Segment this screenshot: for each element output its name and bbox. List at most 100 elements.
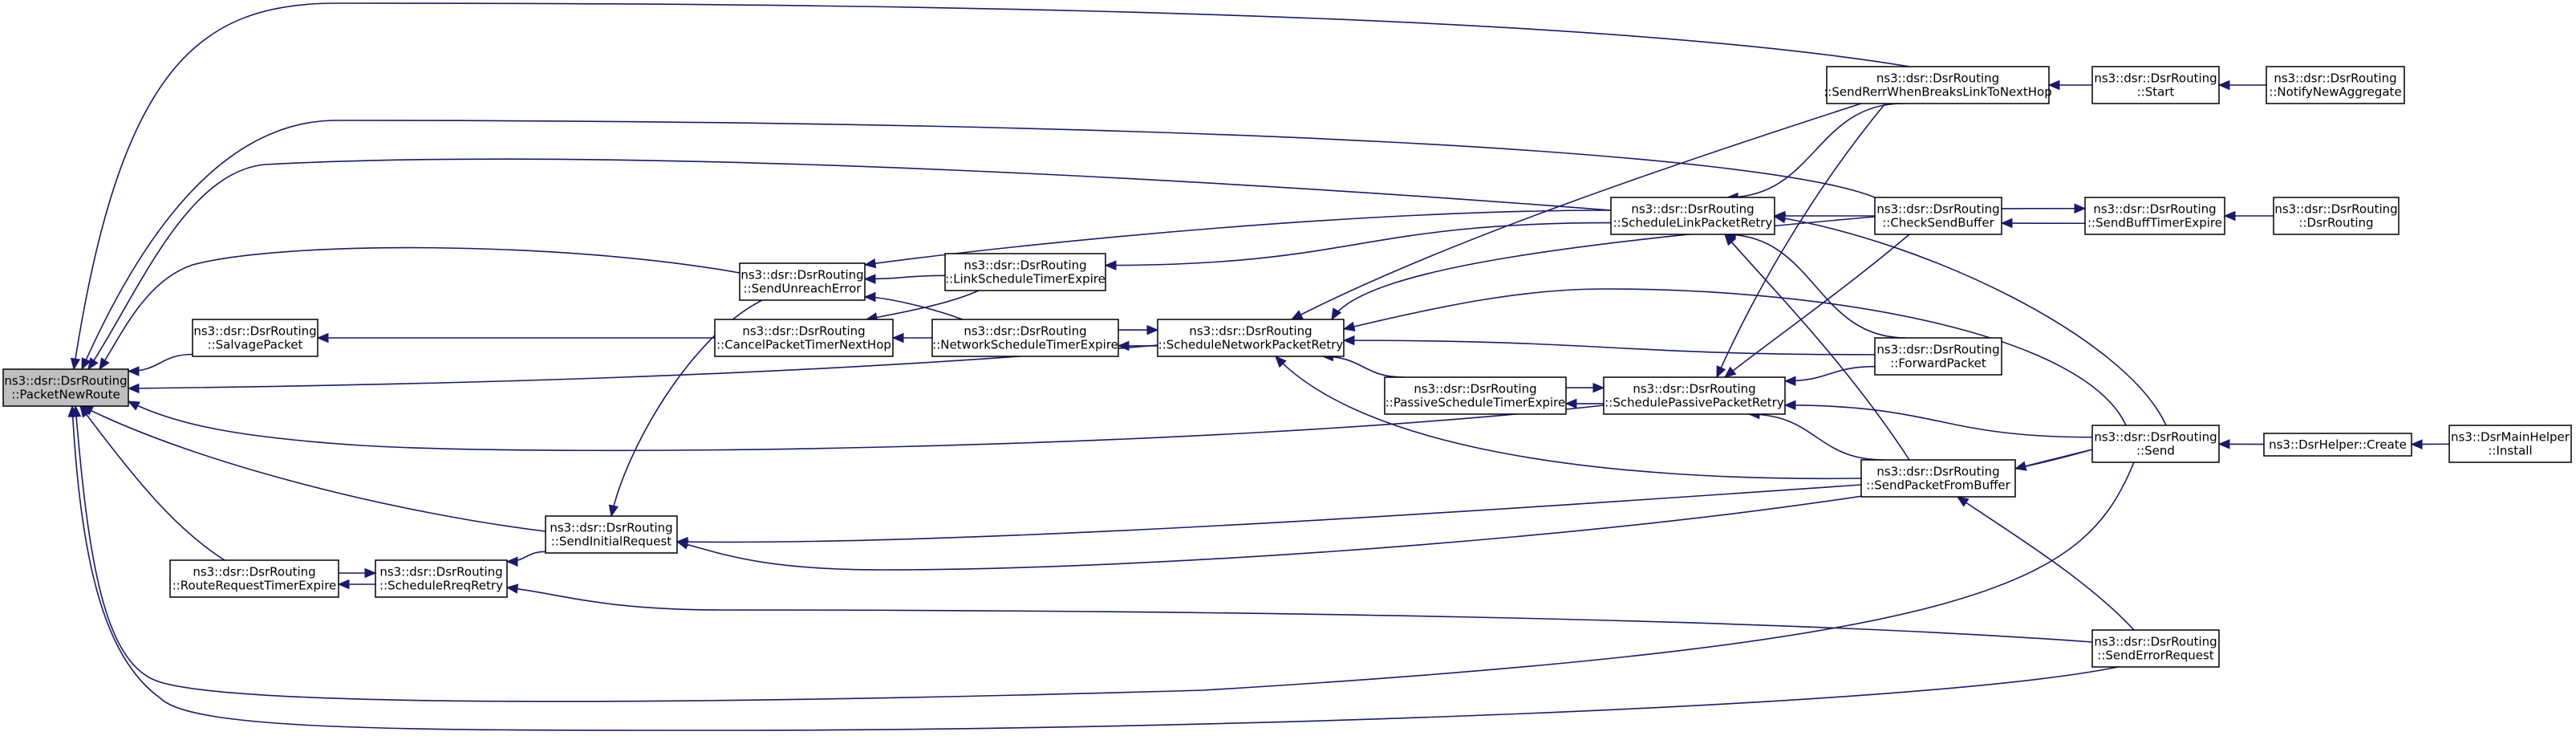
node-SendPacketFromBuffer[interactable]: ns3::dsr::DsrRouting::SendPacketFromBuff…	[1860, 459, 2016, 498]
nodes-layer: ns3::dsr::DsrRouting::PacketNewRoutens3:…	[2, 66, 2572, 668]
node-SendUnreachError[interactable]: ns3::dsr::DsrRouting::SendUnreachError	[739, 262, 866, 301]
edge-arrowhead	[2217, 439, 2230, 449]
edge-SendErrorRequest-to-ScheduleRreqRetry	[505, 583, 2093, 643]
edge-line	[128, 400, 1604, 452]
edge-arrowhead	[1723, 366, 1737, 378]
edge-arrowhead	[1956, 496, 1970, 507]
node-box	[739, 262, 866, 301]
edge-line	[1724, 234, 1910, 461]
edge-line	[866, 290, 980, 320]
node-SendBuffTimerExpire[interactable]: ns3::dsr::DsrRouting::SendBuffTimerExpir…	[2084, 197, 2225, 235]
edge-arrowhead	[891, 332, 904, 344]
node-SalvagePacket[interactable]: ns3::dsr::DsrRouting::SalvagePacket	[192, 319, 318, 357]
edge-ScheduleNetworkPacketRetry-to-PacketNewRoute	[127, 344, 1158, 394]
node-NotifyNewAggregate[interactable]: ns3::dsr::DsrRouting::NotifyNewAggregate	[2266, 66, 2405, 104]
edge-Send-to-ScheduleLinkPacketRetry	[1773, 213, 2167, 426]
edge-line	[1748, 413, 1884, 461]
node-box	[169, 559, 339, 598]
edge-line	[506, 587, 2093, 643]
node-box	[2091, 629, 2220, 668]
node-label: ::SchedulePassivePacketRetry	[1604, 396, 1784, 410]
edge-SalvagePacket-to-PacketNewRoute	[127, 353, 193, 376]
node-SendErrorRequest[interactable]: ns3::dsr::DsrRouting::SendErrorRequest	[2091, 629, 2220, 668]
node-label: ::PassiveScheduleTimerExpire	[1385, 396, 1566, 410]
node-label: ::Send	[2136, 444, 2175, 458]
node-box	[1874, 337, 2002, 376]
node-label: ns3::dsr::DsrRouting	[1876, 202, 1999, 217]
node-Start[interactable]: ns3::dsr::DsrRouting::Start	[2091, 66, 2220, 104]
node-DsrRouting[interactable]: ns3::dsr::DsrRouting::DsrRouting	[2273, 197, 2400, 235]
node-Send[interactable]: ns3::dsr::DsrRouting::Send	[2091, 425, 2220, 463]
node-box	[1826, 66, 2050, 104]
edge-arrowhead	[99, 357, 110, 371]
node-PassiveScheduleTimerExpire[interactable]: ns3::dsr::DsrRouting::PassiveScheduleTim…	[1384, 376, 1567, 415]
node-label: ns3::dsr::DsrRouting	[379, 565, 502, 579]
node-label: ns3::dsr::DsrRouting	[963, 324, 1086, 339]
node-label: ns3::DsrMainHelper	[2451, 430, 2570, 445]
node-label: ns3::dsr::DsrRouting	[193, 324, 316, 339]
node-SendRerrWhenBreaksLinkToNextHop[interactable]: ns3::dsr::DsrRouting::SendRerrWhenBreaks…	[1823, 66, 2052, 104]
edge-SchedulePassivePacketRetry-to-PassiveScheduleTimerExpire	[1564, 398, 1604, 409]
edge-arrowhead	[2074, 203, 2087, 213]
edge-ScheduleNetworkPacketRetry-to-NetworkScheduleTimerExpire	[1117, 340, 1158, 352]
node-DsrHelperCreate[interactable]: ns3::DsrHelper::Create	[2263, 433, 2412, 457]
edge-SendPacketFromBuffer-to-ScheduleNetworkPacketRetry	[1275, 356, 1862, 480]
edge-arrowhead	[505, 583, 519, 594]
node-label: ::NetworkScheduleTimerExpire	[932, 338, 1118, 352]
node-label: ns3::dsr::DsrRouting	[1414, 382, 1536, 396]
node-label: ns3::dsr::DsrRouting	[550, 521, 672, 535]
node-box	[1603, 376, 1786, 415]
edge-NetworkScheduleTimerExpire-to-SendUnreachError	[863, 291, 963, 320]
edge-arrowhead	[863, 274, 876, 284]
edge-arrowhead	[2410, 439, 2423, 449]
edge-Send-to-PacketNewRoute	[71, 405, 2135, 702]
edge-line	[1725, 234, 1906, 339]
edge-Send-to-SchedulePassivePacketRetry	[1783, 400, 2093, 438]
edge-arrowhead	[1331, 307, 1342, 321]
edge-arrowhead	[863, 258, 877, 269]
node-SendInitialRequest[interactable]: ns3::dsr::DsrRouting::SendInitialRequest	[545, 515, 678, 554]
edge-NetworkScheduleTimerExpire-to-CancelPacketTimerNextHop	[891, 332, 933, 344]
edge-line	[1727, 103, 1904, 198]
node-DsrMainHelperInstall[interactable]: ns3::DsrMainHelper::Install	[2448, 425, 2572, 463]
edge-line	[1291, 103, 1862, 320]
node-CheckSendBuffer[interactable]: ns3::dsr::DsrRouting::CheckSendBuffer	[1874, 197, 2002, 235]
edge-SendPacketFromBuffer-to-ScheduleLinkPacketRetry	[1724, 234, 1910, 461]
node-label: ::ForwardPacket	[1890, 356, 1986, 371]
node-label: ns3::DsrHelper::Create	[2269, 437, 2407, 452]
node-ForwardPacket[interactable]: ns3::dsr::DsrRouting::ForwardPacket	[1874, 337, 2002, 376]
edge-line	[1343, 339, 1876, 356]
node-label: ::CheckSendBuffer	[1882, 216, 1994, 230]
edge-arrowhead	[316, 332, 329, 344]
edge-arrowhead	[1342, 335, 1355, 346]
edge-NotifyNewAggregate-to-Start	[2217, 79, 2266, 91]
edge-arrowhead	[1716, 365, 1726, 379]
node-ScheduleLinkPacketRetry[interactable]: ns3::dsr::DsrRouting::ScheduleLinkPacket…	[1610, 197, 1775, 235]
node-label: ::ScheduleNetworkPacketRetry	[1158, 338, 1344, 352]
node-box	[545, 515, 678, 554]
edge-line	[1784, 365, 1876, 382]
node-box	[2091, 425, 2220, 463]
node-ScheduleRreqRetry[interactable]: ns3::dsr::DsrRouting::ScheduleRreqRetry	[375, 559, 508, 598]
edge-arrowhead	[2047, 79, 2060, 91]
node-SchedulePassivePacketRetry[interactable]: ns3::dsr::DsrRouting::SchedulePassivePac…	[1603, 376, 1786, 415]
edge-arrowhead	[364, 567, 377, 579]
node-CancelPacketTimerNextHop[interactable]: ns3::dsr::DsrRouting::CancelPacketTimerN…	[714, 319, 894, 357]
edge-arrowhead	[70, 357, 81, 371]
node-label: ::SendErrorRequest	[2097, 648, 2213, 663]
edge-line	[1275, 356, 1862, 480]
node-label: ns3::dsr::DsrRouting	[2094, 71, 2217, 86]
node-PacketNewRoute[interactable]: ns3::dsr::DsrRouting::PacketNewRoute	[2, 368, 129, 407]
node-box	[714, 319, 894, 357]
node-LinkScheduleTimerExpire[interactable]: ns3::dsr::DsrRouting::LinkScheduleTimerE…	[944, 253, 1106, 291]
edge-SendErrorRequest-to-SendPacketFromBuffer	[1956, 496, 2135, 631]
node-box	[2091, 66, 2220, 104]
node-box	[2, 368, 129, 407]
edge-arrowhead	[1783, 376, 1796, 387]
node-NetworkScheduleTimerExpire[interactable]: ns3::dsr::DsrRouting::NetworkScheduleTim…	[931, 319, 1119, 357]
edge-arrowhead	[1275, 356, 1287, 368]
node-RouteRequestTimerExpire[interactable]: ns3::dsr::DsrRouting::RouteRequestTimerE…	[169, 559, 339, 598]
node-ScheduleNetworkPacketRetry[interactable]: ns3::dsr::DsrRouting::ScheduleNetworkPac…	[1157, 319, 1345, 357]
edge-CancelPacketTimerNextHop-to-SalvagePacket	[316, 332, 716, 344]
node-label: ns3::dsr::DsrRouting	[1876, 465, 1999, 479]
